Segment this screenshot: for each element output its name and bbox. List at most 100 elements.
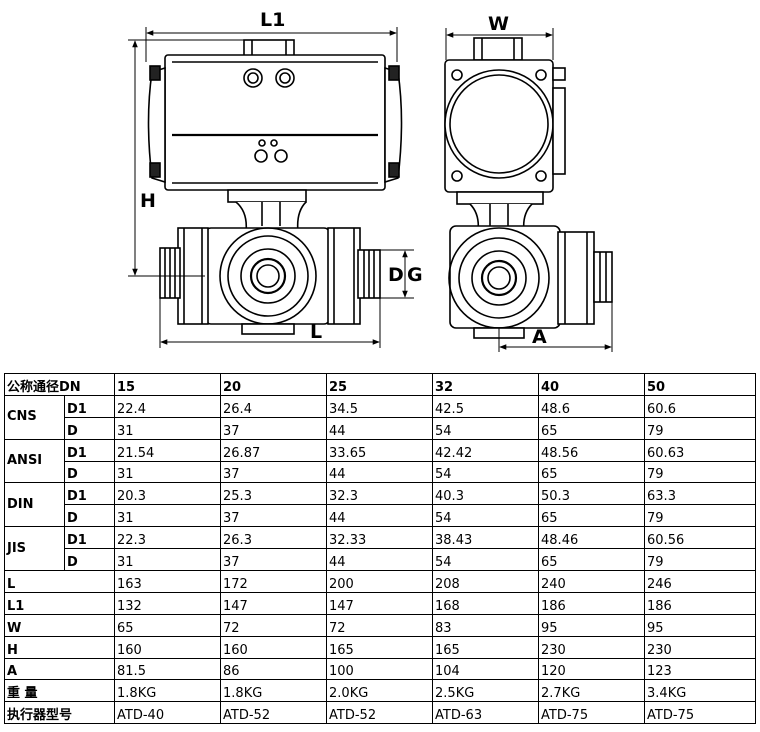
- table-cell: 83: [432, 613, 540, 637]
- row-label: 重 量: [3, 679, 116, 703]
- row-label: D1: [63, 526, 116, 550]
- table-cell: 186: [644, 591, 757, 615]
- table-cell: 60.56: [644, 526, 757, 550]
- table-cell: ATD-52: [220, 701, 328, 725]
- row-label: 执行器型号: [3, 701, 116, 725]
- table-cell: 1.8KG: [114, 679, 222, 703]
- table-cell: 37: [220, 504, 328, 528]
- table-cell: 123: [644, 657, 757, 681]
- row-label: W: [3, 613, 116, 637]
- table-cell: ATD-75: [538, 701, 646, 725]
- table-cell: 163: [114, 570, 222, 593]
- table-cell: 65: [114, 613, 222, 637]
- front-dimensions: [128, 27, 414, 348]
- row-label: D1: [63, 482, 116, 506]
- valve-dimension-drawing: L1 H D G L: [128, 9, 613, 352]
- standard-label: CNS: [4, 394, 65, 440]
- table-cell: 22.3: [114, 526, 222, 550]
- size-header: 15: [114, 373, 222, 396]
- size-header: 32: [432, 373, 540, 396]
- table-cell: 42.5: [432, 394, 540, 418]
- table-cell: 172: [220, 570, 328, 593]
- side-view: [444, 37, 613, 339]
- row-label: A: [3, 657, 116, 681]
- table-cell: ATD-63: [432, 701, 540, 725]
- row-label: D1: [63, 394, 116, 418]
- row-label: D: [63, 504, 116, 528]
- table-cell: 200: [326, 570, 434, 593]
- table-cell: 44: [326, 548, 434, 572]
- table-cell: 33.65: [326, 438, 434, 462]
- table-cell: 42.42: [432, 438, 540, 462]
- table-cell: 54: [432, 548, 540, 572]
- size-header: 25: [326, 373, 434, 396]
- table-cell: 2.5KG: [432, 679, 540, 703]
- table-cell: 160: [114, 635, 222, 659]
- table-cell: 147: [220, 591, 328, 615]
- label-h: H: [140, 190, 156, 212]
- table-cell: 104: [432, 657, 540, 681]
- table-cell: 65: [538, 460, 646, 484]
- table-cell: 26.87: [220, 438, 328, 462]
- table-cell: 165: [432, 635, 540, 659]
- table-cell: 31: [114, 416, 222, 440]
- table-cell: 31: [114, 504, 222, 528]
- table-cell: ATD-52: [326, 701, 434, 725]
- table-cell: 31: [114, 460, 222, 484]
- row-label: D: [63, 416, 116, 440]
- table-cell: 44: [326, 460, 434, 484]
- table-cell: 65: [538, 416, 646, 440]
- table-cell: 81.5: [114, 657, 222, 681]
- front-view: [147, 39, 403, 335]
- row-label: D: [63, 460, 116, 484]
- table-cell: 168: [432, 591, 540, 615]
- row-label: L: [3, 570, 116, 593]
- table-cell: 2.7KG: [538, 679, 646, 703]
- size-header: 40: [538, 373, 646, 396]
- table-cell: 22.4: [114, 394, 222, 418]
- table-cell: 246: [644, 570, 757, 593]
- table-cell: 147: [326, 591, 434, 615]
- table-cell: 86: [220, 657, 328, 681]
- label-l: L: [310, 321, 322, 343]
- standard-label: JIS: [4, 526, 65, 572]
- table-cell: 26.4: [220, 394, 328, 418]
- standard-label: ANSI: [4, 438, 65, 484]
- label-l1: L1: [260, 9, 285, 31]
- table-cell: 120: [538, 657, 646, 681]
- table-cell: 20.3: [114, 482, 222, 506]
- table-cell: 132: [114, 591, 222, 615]
- table-cell: 208: [432, 570, 540, 593]
- size-header: 50: [644, 373, 757, 396]
- table-cell: ATD-75: [644, 701, 757, 725]
- table-cell: 21.54: [114, 438, 222, 462]
- table-cell: 65: [538, 504, 646, 528]
- table-cell: 95: [538, 613, 646, 637]
- table-cell: 65: [538, 548, 646, 572]
- table-cell: 72: [220, 613, 328, 637]
- table-cell: 54: [432, 416, 540, 440]
- label-a: A: [532, 326, 547, 348]
- table-cell: 1.8KG: [220, 679, 328, 703]
- table-cell: 32.33: [326, 526, 434, 550]
- row-label: H: [3, 635, 116, 659]
- table-cell: 37: [220, 416, 328, 440]
- table-cell: 160: [220, 635, 328, 659]
- table-cell: 79: [644, 504, 757, 528]
- standard-label: DIN: [4, 482, 65, 528]
- side-dimensions: [445, 28, 613, 352]
- table-cell: 54: [432, 460, 540, 484]
